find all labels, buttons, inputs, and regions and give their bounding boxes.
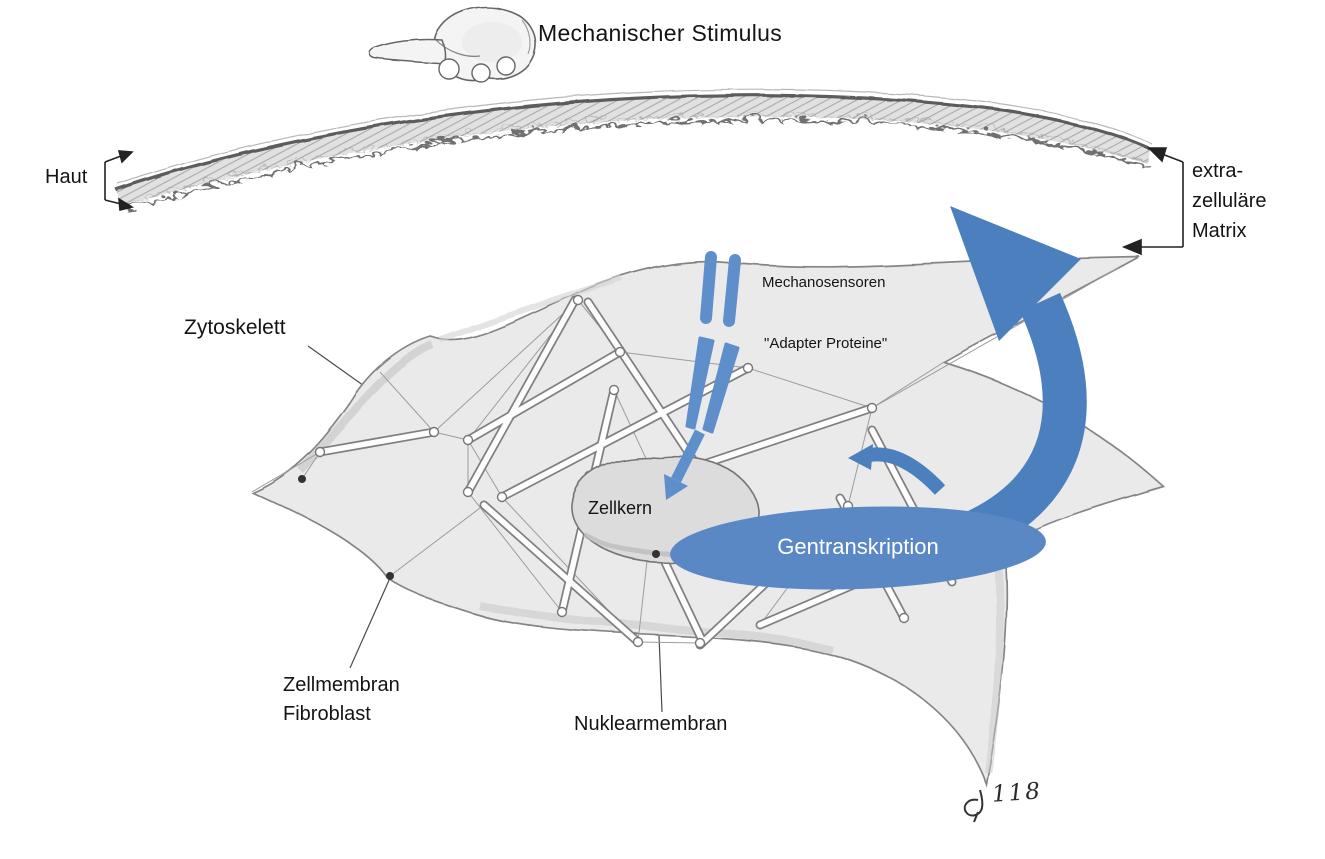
label-zytoskelett: Zytoskelett bbox=[184, 316, 286, 339]
ecm-bracket bbox=[1121, 147, 1184, 256]
ecm-line-1: extra- bbox=[1192, 160, 1244, 182]
adapter-protein-shapes bbox=[685, 336, 740, 434]
label-zellmembran-fibroblast: Zellmembran Fibroblast bbox=[283, 671, 400, 729]
signature-mark-icon bbox=[963, 789, 984, 823]
title-mechanischer-stimulus: Mechanischer Stimulus bbox=[538, 20, 783, 46]
ecm-line-3: Matrix bbox=[1192, 220, 1247, 242]
label-haut: Haut bbox=[45, 166, 88, 188]
skin-band bbox=[115, 88, 1153, 208]
signature-text: 118 bbox=[991, 778, 1043, 808]
mechanosensor-bars bbox=[700, 251, 741, 327]
nuklearmembran-dot bbox=[652, 550, 660, 558]
gene-transcription-ellipse bbox=[670, 506, 1046, 590]
label-mechanosensoren: Mechanosensoren bbox=[762, 274, 886, 291]
zellmembran-line-2: Fibroblast bbox=[283, 703, 371, 725]
zellmembran-dot bbox=[386, 572, 394, 580]
marker-dots bbox=[298, 475, 660, 580]
label-zellkern: Zellkern bbox=[588, 498, 653, 518]
cytoskeleton-joints bbox=[314, 294, 910, 649]
left-vertex-dot bbox=[298, 475, 306, 483]
hand-illustration bbox=[368, 6, 537, 83]
cytoskeleton-network bbox=[251, 267, 1119, 650]
ecm-line-2: zelluläre bbox=[1192, 190, 1267, 212]
label-adapter-proteine: "Adapter Proteine" bbox=[764, 335, 888, 352]
signal-arrow-down bbox=[664, 429, 705, 500]
label-nuklearmembran: Nuklearmembran bbox=[574, 713, 728, 735]
feedback-arrow-small bbox=[848, 444, 946, 495]
haut-bracket bbox=[104, 150, 135, 212]
label-extrazellulaere-matrix: extra- zelluläre Matrix bbox=[1192, 156, 1266, 246]
zellmembran-pointer bbox=[349, 577, 391, 669]
zellmembran-line-1: Zellmembran bbox=[283, 674, 400, 696]
label-gentranskription: Gentranskription bbox=[777, 534, 939, 559]
